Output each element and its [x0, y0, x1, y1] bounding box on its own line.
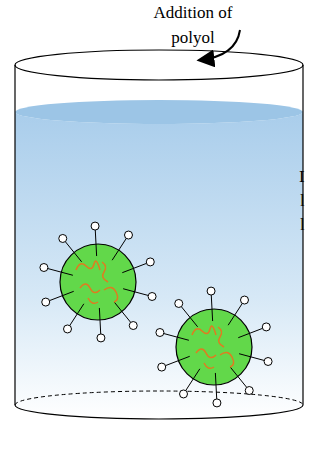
cargo-strand	[204, 363, 214, 368]
ligand-head	[158, 363, 166, 371]
ligand-chain	[238, 377, 247, 388]
cargo-strand	[102, 262, 108, 282]
ligand-chain	[122, 312, 131, 323]
ligand-anchor	[215, 373, 217, 385]
ligand-anchor	[74, 252, 82, 261]
liquid	[15, 112, 303, 419]
annotation-label: l	[300, 212, 318, 237]
ligand-head	[156, 329, 164, 337]
ligand-anchor	[63, 291, 74, 295]
ligand-head	[129, 322, 137, 330]
ligand-head	[91, 222, 99, 230]
ligand-chain	[95, 230, 97, 244]
ligand-chain	[186, 379, 194, 391]
ligand-anchor	[96, 244, 98, 256]
ligand-head	[175, 299, 183, 307]
ligand-chain	[65, 242, 74, 253]
ligand-anchor	[230, 367, 238, 376]
ligand-head	[40, 264, 48, 272]
ligand-head	[124, 231, 132, 239]
ligand-chain	[215, 385, 217, 399]
annotation-label: Addition of polyol	[145, 0, 241, 50]
ligand-anchor	[177, 337, 189, 340]
cargo-strand	[220, 352, 234, 367]
nanoparticle	[156, 287, 272, 407]
beaker-base-back	[15, 391, 303, 405]
annotation-label: I	[299, 164, 317, 189]
ligand-anchor	[239, 354, 251, 357]
ligand-anchor	[114, 302, 122, 311]
ligand-chain	[251, 357, 265, 361]
ligand-chain	[135, 292, 149, 296]
cargo-strand	[88, 298, 98, 303]
cargo-strand	[196, 349, 216, 358]
ligand-head	[146, 258, 154, 266]
ligand-chain	[99, 320, 101, 334]
ligand-chain	[211, 295, 213, 309]
liquid-surface	[15, 100, 303, 124]
beaker-wall	[302, 65, 303, 405]
beaker-wall	[14, 65, 15, 405]
ligand-anchor	[228, 315, 235, 325]
ligand-anchor	[190, 317, 198, 326]
ligand-head	[42, 298, 50, 306]
ligand-anchor	[77, 304, 84, 314]
cargo-strand	[218, 327, 224, 347]
ligand-chain	[48, 269, 62, 273]
particle-core	[176, 309, 252, 385]
ligand-anchor	[122, 268, 133, 272]
ligand-anchor	[112, 250, 119, 260]
ligand-chain	[133, 263, 146, 268]
ligand-anchor	[99, 308, 101, 320]
ligand-head	[207, 287, 215, 295]
ligand-chain	[70, 314, 78, 326]
ligand-anchor	[238, 333, 249, 337]
ligand-anchor	[179, 356, 190, 360]
cargo-strand	[80, 284, 100, 293]
particle-core	[60, 244, 136, 320]
beaker-rim	[15, 50, 303, 80]
cargo-strand	[192, 326, 216, 335]
ligand-head	[180, 390, 188, 398]
annotation-label: l	[300, 188, 318, 213]
ligand-head	[97, 334, 105, 342]
cargo-strand	[104, 287, 118, 302]
ligand-anchor	[61, 272, 73, 275]
ligand-chain	[165, 361, 178, 366]
nanoparticle	[40, 222, 156, 342]
ligand-chain	[119, 238, 127, 250]
ligand-chain	[49, 296, 62, 301]
cargo-strand	[76, 261, 100, 270]
ligand-chain	[249, 328, 262, 333]
ligand-head	[64, 325, 72, 333]
ligand-chain	[235, 303, 243, 315]
ligand-anchor	[212, 309, 214, 321]
ligand-anchor	[123, 289, 135, 292]
ligand-head	[262, 323, 270, 331]
ligand-head	[240, 296, 248, 304]
ligand-anchor	[193, 369, 200, 379]
ligand-chain	[164, 334, 178, 338]
ligand-head	[245, 387, 253, 395]
ligand-chain	[181, 307, 190, 318]
ligand-head	[264, 357, 272, 365]
ligand-head	[148, 292, 156, 300]
ligand-head	[213, 399, 221, 407]
beaker-base	[15, 405, 303, 419]
ligand-head	[59, 234, 67, 242]
